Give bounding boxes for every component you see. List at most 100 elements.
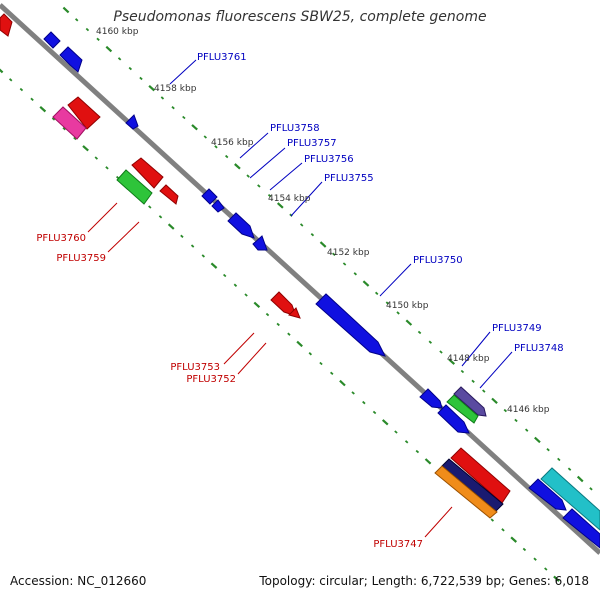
scale-tick: [319, 241, 327, 248]
gene-feature[interactable]: [211, 199, 225, 213]
scale-tick: [96, 37, 100, 41]
scale-tick: [404, 440, 409, 444]
gene-feature[interactable]: [434, 465, 498, 519]
accession-text: Accession: NC_012660: [10, 574, 147, 588]
gene-feature[interactable]: [125, 114, 139, 130]
scale-tick: [557, 457, 561, 462]
scale-tick: [182, 115, 186, 120]
gene-label[interactable]: PFLU3758: [270, 123, 320, 134]
scale-tick: [533, 557, 537, 561]
scale-tick: [8, 78, 13, 82]
scale-tick: [30, 97, 34, 102]
scale-tick: [62, 127, 66, 131]
gene-label[interactable]: PFLU3749: [492, 323, 542, 334]
scale-tick: [351, 391, 355, 395]
gene-feature[interactable]: [437, 404, 470, 434]
gene-feature[interactable]: [227, 212, 255, 239]
scale-tick: [0, 68, 4, 74]
leader-line: [424, 506, 453, 538]
leader-line: [269, 162, 303, 191]
gene-label[interactable]: PFLU3753: [170, 362, 220, 373]
scale-tick: [510, 536, 518, 543]
gene-feature[interactable]: [116, 169, 153, 205]
scale-tick: [51, 117, 56, 121]
gene-feature[interactable]: [252, 235, 268, 251]
scale-tick: [546, 448, 550, 452]
scale-tick: [39, 105, 47, 113]
scale-tick: [210, 262, 218, 269]
scale-tick: [394, 430, 398, 434]
scale-tick: [424, 458, 432, 465]
scale-tick: [180, 234, 184, 238]
scale-label: 4150 kbp: [386, 301, 429, 311]
scale-tick: [73, 136, 77, 141]
scale-tick: [191, 124, 198, 131]
gene-label[interactable]: PFLU3750: [413, 255, 463, 266]
gene-label[interactable]: PFLU3755: [324, 173, 374, 184]
scale-tick: [203, 135, 208, 139]
scale-labels: 4160 kbp 4158 kbp 4156 kbp 4154 kbp 4152…: [96, 27, 550, 415]
scale-tick: [448, 358, 456, 365]
leader-line: [87, 202, 118, 233]
gene-feature[interactable]: [131, 157, 164, 189]
scale-tick: [310, 233, 315, 237]
scale-label: 4160 kbp: [96, 27, 139, 37]
scale-tick: [299, 223, 304, 227]
scale-tick: [534, 436, 541, 444]
gene-feature[interactable]: [446, 394, 479, 424]
scale-tick: [160, 96, 165, 100]
gene-feature[interactable]: [453, 386, 487, 417]
scale-tick: [85, 27, 90, 32]
gene-label[interactable]: PFLU3756: [304, 154, 354, 165]
scale-tick: [105, 45, 113, 53]
scale-label: 4152 kbp: [327, 248, 370, 258]
gene-feature[interactable]: [201, 188, 218, 205]
gene-feature[interactable]: [67, 96, 101, 130]
leader-line: [479, 351, 513, 389]
gene-feature[interactable]: [540, 467, 600, 531]
scale-tick: [522, 547, 527, 552]
scale-tick: [428, 340, 433, 344]
scale-tick: [201, 254, 206, 258]
scale-tick: [128, 66, 133, 71]
scale-tick: [224, 154, 229, 159]
gene-label[interactable]: PFLU3757: [287, 138, 337, 149]
gene-feature[interactable]: [419, 388, 443, 409]
gene-label[interactable]: PFLU3761: [197, 52, 247, 63]
gene-feature[interactable]: [288, 307, 301, 319]
scale-tick: [362, 400, 366, 405]
scale-label: 4146 kbp: [507, 405, 550, 415]
gene-feature[interactable]: [159, 184, 179, 205]
gene-feature[interactable]: [528, 478, 567, 511]
gene-feature[interactable]: [315, 293, 386, 357]
gene-label[interactable]: PFLU3759: [56, 253, 106, 264]
scale-tick: [82, 145, 89, 152]
scale-tick: [503, 408, 508, 413]
leader-line: [223, 332, 255, 365]
scale-tick: [233, 283, 238, 287]
scale-tick: [567, 467, 572, 471]
scale-label: 4158 kbp: [154, 84, 197, 94]
leader-line: [237, 342, 267, 375]
gene-label[interactable]: PFLU3760: [36, 233, 86, 244]
gene-label[interactable]: PFLU3752: [186, 374, 236, 385]
gene-features: [0, 13, 600, 549]
gene-feature[interactable]: [0, 13, 13, 37]
gene-feature[interactable]: [59, 46, 83, 73]
scale-tick: [74, 18, 79, 22]
gene-feature[interactable]: [52, 106, 87, 140]
gene-feature[interactable]: [562, 508, 600, 549]
gene-feature[interactable]: [43, 31, 61, 49]
leader-line: [379, 263, 412, 297]
scale-tick: [276, 322, 280, 327]
gene-label[interactable]: PFLU3748: [514, 343, 564, 354]
scale-tick: [190, 244, 195, 248]
genome-title: Pseudomonas fluorescens SBW25, complete …: [113, 9, 487, 25]
gene-feature[interactable]: [450, 447, 511, 504]
scale-tick: [417, 330, 422, 335]
scale-tick: [374, 291, 379, 296]
scale-tick: [62, 6, 70, 14]
gene-label[interactable]: PFLU3747: [373, 539, 423, 550]
scale-label: 4156 kbp: [211, 138, 254, 148]
